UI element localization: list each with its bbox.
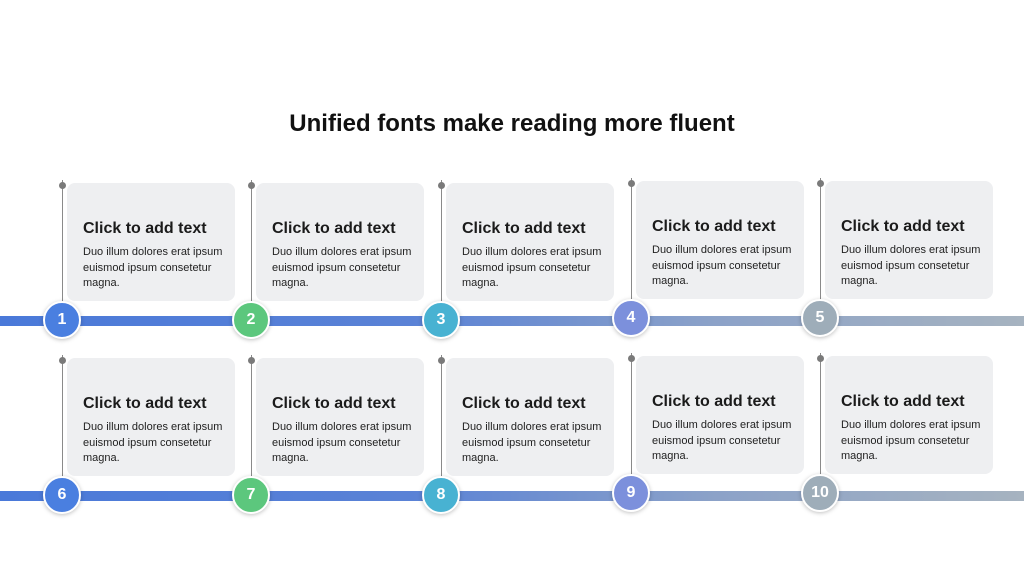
timeline-step: Click to add text Duo illum dolores erat… <box>232 350 441 530</box>
step-number-badge: 1 <box>43 301 81 339</box>
card-title[interactable]: Click to add text <box>462 395 586 412</box>
connector-dot <box>248 357 255 364</box>
text-card[interactable]: Click to add text Duo illum dolores erat… <box>256 183 424 301</box>
connector-line <box>248 180 255 312</box>
connector-line <box>248 355 255 487</box>
card-title[interactable]: Click to add text <box>272 220 396 237</box>
text-card[interactable]: Click to add text Duo illum dolores erat… <box>636 356 804 474</box>
step-number-badge: 6 <box>43 476 81 514</box>
timeline-step: Click to add text Duo illum dolores erat… <box>612 348 821 528</box>
text-card[interactable]: Click to add text Duo illum dolores erat… <box>636 181 804 299</box>
connector-line <box>59 180 66 312</box>
connector-line <box>628 353 635 485</box>
text-card[interactable]: Click to add text Duo illum dolores erat… <box>446 183 614 301</box>
connector-dot <box>248 182 255 189</box>
card-body[interactable]: Duo illum dolores erat ipsum euismod ips… <box>272 421 412 464</box>
step-number-badge: 10 <box>801 474 839 512</box>
card-title[interactable]: Click to add text <box>652 218 776 235</box>
timeline-step: Click to add text Duo illum dolores erat… <box>43 175 252 355</box>
card-body[interactable]: Duo illum dolores erat ipsum euismod ips… <box>841 419 981 462</box>
card-body[interactable]: Duo illum dolores erat ipsum euismod ips… <box>83 421 223 464</box>
step-number-badge: 3 <box>422 301 460 339</box>
timeline-step: Click to add text Duo illum dolores erat… <box>612 173 821 353</box>
timeline-step: Click to add text Duo illum dolores erat… <box>801 173 1010 353</box>
step-number-badge: 9 <box>612 474 650 512</box>
timeline-bar <box>0 491 1024 501</box>
connector-dot <box>628 355 635 362</box>
card-body[interactable]: Duo illum dolores erat ipsum euismod ips… <box>272 246 412 289</box>
timeline-step: Click to add text Duo illum dolores erat… <box>43 350 252 530</box>
connector-dot <box>628 180 635 187</box>
card-body[interactable]: Duo illum dolores erat ipsum euismod ips… <box>652 244 792 287</box>
connector-dot <box>817 180 824 187</box>
connector-line <box>628 178 635 310</box>
connector-line <box>438 355 445 487</box>
timeline-step: Click to add text Duo illum dolores erat… <box>422 350 631 530</box>
connector-dot <box>817 355 824 362</box>
connector-dot <box>438 357 445 364</box>
card-title[interactable]: Click to add text <box>83 220 207 237</box>
text-card[interactable]: Click to add text Duo illum dolores erat… <box>256 358 424 476</box>
card-body[interactable]: Duo illum dolores erat ipsum euismod ips… <box>83 246 223 289</box>
step-number-badge: 8 <box>422 476 460 514</box>
timeline-step: Click to add text Duo illum dolores erat… <box>422 175 631 355</box>
connector-dot <box>438 182 445 189</box>
card-title[interactable]: Click to add text <box>462 220 586 237</box>
card-title[interactable]: Click to add text <box>841 393 965 410</box>
step-number-badge: 4 <box>612 299 650 337</box>
text-card[interactable]: Click to add text Duo illum dolores erat… <box>67 183 235 301</box>
text-card[interactable]: Click to add text Duo illum dolores erat… <box>825 181 993 299</box>
connector-dot <box>59 357 66 364</box>
card-body[interactable]: Duo illum dolores erat ipsum euismod ips… <box>652 419 792 462</box>
text-card[interactable]: Click to add text Duo illum dolores erat… <box>825 356 993 474</box>
card-title[interactable]: Click to add text <box>652 393 776 410</box>
card-title[interactable]: Click to add text <box>83 395 207 412</box>
card-body[interactable]: Duo illum dolores erat ipsum euismod ips… <box>462 421 602 464</box>
timeline-row-2: Click to add text Duo illum dolores erat… <box>0 350 1024 530</box>
timeline-step: Click to add text Duo illum dolores erat… <box>801 348 1010 528</box>
connector-line <box>817 178 824 310</box>
step-number-badge: 5 <box>801 299 839 337</box>
text-card[interactable]: Click to add text Duo illum dolores erat… <box>446 358 614 476</box>
timeline-bar <box>0 316 1024 326</box>
slide-title[interactable]: Unified fonts make reading more fluent <box>289 110 735 137</box>
connector-dot <box>59 182 66 189</box>
connector-line <box>817 353 824 485</box>
connector-line <box>59 355 66 487</box>
card-body[interactable]: Duo illum dolores erat ipsum euismod ips… <box>841 244 981 287</box>
card-body[interactable]: Duo illum dolores erat ipsum euismod ips… <box>462 246 602 289</box>
step-number-badge: 2 <box>232 301 270 339</box>
timeline-step: Click to add text Duo illum dolores erat… <box>232 175 441 355</box>
card-title[interactable]: Click to add text <box>841 218 965 235</box>
card-title[interactable]: Click to add text <box>272 395 396 412</box>
text-card[interactable]: Click to add text Duo illum dolores erat… <box>67 358 235 476</box>
timeline-row-1: Click to add text Duo illum dolores erat… <box>0 175 1024 355</box>
connector-line <box>438 180 445 312</box>
step-number-badge: 7 <box>232 476 270 514</box>
